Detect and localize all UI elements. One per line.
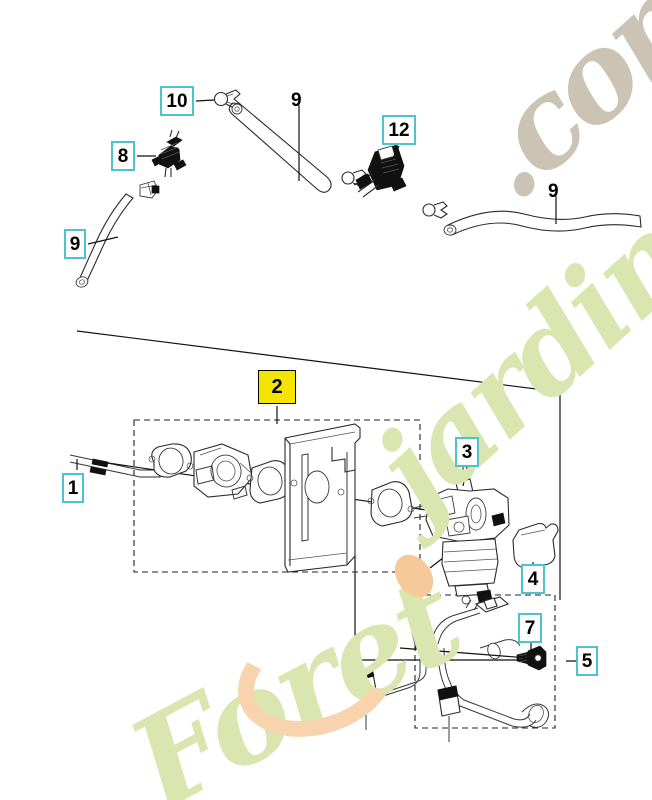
frame-line-lower (354, 555, 520, 661)
part-throttle-cable-1 (69, 454, 161, 478)
part-carb-gasket-c (367, 481, 415, 527)
part-fuel-hose-curved-9 (75, 193, 134, 288)
part-small-clip (139, 180, 160, 199)
part-fuel-hose-wavy-9 (443, 210, 642, 236)
part-air-filter-housing-2 (284, 423, 361, 573)
leader-12 (391, 145, 400, 161)
part-fuel-filter-12 (353, 144, 407, 198)
leader-9a (87, 236, 119, 245)
leader-10 (195, 99, 215, 102)
part-number-8-badge[interactable]: 8 (111, 141, 135, 171)
part-wiring-harness-5 (357, 596, 550, 742)
part-carburetor-3 (413, 460, 510, 605)
part-number-7-badge[interactable]: 7 (518, 613, 542, 643)
part-number-5-badge[interactable]: 5 (576, 646, 598, 676)
part-number-1-badge[interactable]: 1 (62, 473, 84, 503)
part-number-10-badge[interactable]: 10 (160, 86, 194, 116)
part-intake-gasket-a (148, 443, 194, 478)
harness-axis-line (399, 647, 529, 659)
part-number-12-badge[interactable]: 12 (382, 115, 416, 145)
part-number-2-badge[interactable]: 2 (258, 370, 296, 404)
part-intake-gasket-b (246, 460, 293, 504)
part-number-3-badge[interactable]: 3 (455, 437, 479, 467)
divider-line-upper (76, 330, 561, 393)
part-hose-clamp-right (422, 201, 448, 219)
part-number-9-badge[interactable]: 9 (548, 181, 559, 202)
part-carb-gasket-4 (512, 522, 559, 569)
part-fuel-pump-8 (151, 129, 187, 178)
part-number-9-badge[interactable]: 9 (64, 229, 86, 259)
leader-3 (462, 466, 468, 487)
part-number-4-badge[interactable]: 4 (521, 564, 545, 594)
part-number-9-badge[interactable]: 9 (291, 90, 302, 111)
part-intake-manifold (193, 443, 253, 500)
part-fuel-hose-long-9 (228, 102, 332, 193)
